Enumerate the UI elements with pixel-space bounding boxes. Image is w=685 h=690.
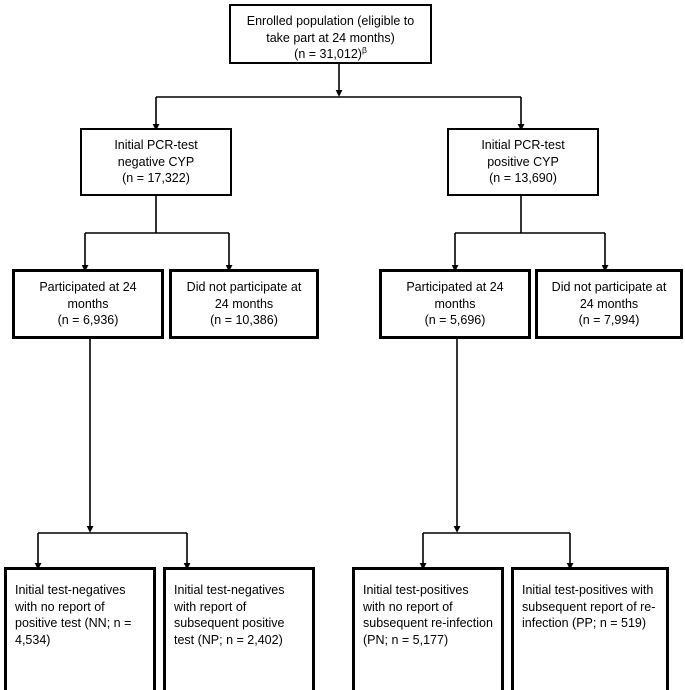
footnote-marker-beta: β [361, 45, 367, 56]
enrolled-population-count: (n = 31,012)β [237, 46, 424, 63]
enrolled-population-line1: Enrolled population (eligible to [246, 14, 415, 28]
positive-participated-text: Participated at 24 months (n = 5,696) [406, 280, 504, 328]
node-initial-pcr-test-positive: Initial PCR-test positive CYP (n = 13,69… [447, 128, 599, 196]
initial-pcr-test-negative-text: Initial PCR-test negative CYP (n = 17,32… [114, 138, 198, 186]
positive-did-not-participate-text: Did not participate at 24 months (n = 7,… [551, 280, 667, 328]
node-enrolled-population: Enrolled population (eligible to take pa… [229, 4, 432, 64]
negative-participated-text: Participated at 24 months (n = 6,936) [39, 280, 137, 328]
initial-test-negatives-NP-text: Initial test-negatives with report of su… [174, 583, 285, 647]
node-initial-test-negatives-NP: Initial test-negatives with report of su… [163, 567, 315, 690]
enrolled-population-line2: take part at 24 months) [266, 30, 395, 45]
enrolled-population-count-value: (n = 31,012) [294, 47, 362, 62]
initial-test-positives-PP-text: Initial test-positives with subsequent r… [522, 583, 656, 631]
initial-test-negatives-NN-text: Initial test-negatives with no report of… [15, 583, 132, 647]
node-negative-participated: Participated at 24 months (n = 6,936) [12, 269, 164, 339]
initial-test-positives-PN-text: Initial test-positives with no report of… [363, 583, 493, 647]
node-negative-did-not-participate: Did not participate at 24 months (n = 10… [169, 269, 319, 339]
node-initial-test-negatives-NN: Initial test-negatives with no report of… [4, 567, 156, 690]
node-initial-test-positives-PN: Initial test-positives with no report of… [352, 567, 504, 690]
negative-did-not-participate-text: Did not participate at 24 months (n = 10… [186, 280, 302, 328]
initial-pcr-test-positive-text: Initial PCR-test positive CYP (n = 13,69… [481, 138, 565, 186]
node-positive-did-not-participate: Did not participate at 24 months (n = 7,… [535, 269, 683, 339]
node-initial-pcr-test-negative: Initial PCR-test negative CYP (n = 17,32… [80, 128, 232, 196]
node-positive-participated: Participated at 24 months (n = 5,696) [379, 269, 531, 339]
node-initial-test-positives-PP: Initial test-positives with subsequent r… [511, 567, 669, 690]
